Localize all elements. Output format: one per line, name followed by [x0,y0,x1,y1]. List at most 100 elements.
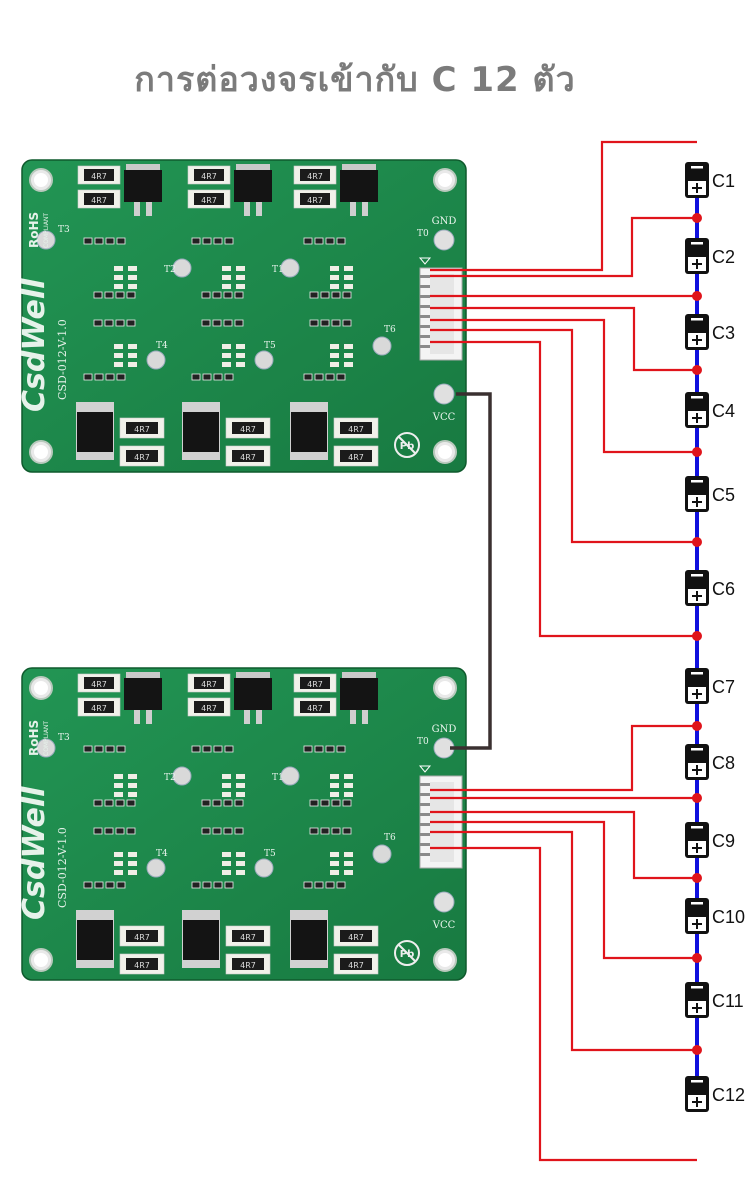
smd-part [191,881,201,889]
resistor [194,193,224,205]
smd-part [116,373,126,381]
cell-c10: C10 [685,898,745,934]
balance-wire [430,820,697,960]
smd-part [114,266,123,271]
smd-part [224,373,234,381]
balance-wire [430,328,697,544]
cell-label: C7 [712,677,735,697]
smd-part [344,792,353,797]
cell-plus-v [696,919,698,929]
resistor [232,422,264,434]
smd-part [330,861,339,866]
smd-part [336,881,346,889]
cell-minus [691,480,703,483]
smd-part [320,319,330,327]
test-point-label: T0 [417,737,429,747]
junction-dot [692,873,702,883]
smd-part [114,362,123,367]
cell-c8: C8 [685,744,735,780]
smd-part [128,774,137,779]
smd-part [201,291,211,299]
test-point-label: T3 [58,225,70,235]
test-point-label: T0 [417,229,429,239]
smd-part [224,881,234,889]
resistor [340,422,372,434]
cell-minus [691,396,703,399]
smd-part [234,799,244,807]
balance-wire [430,340,697,638]
smd-part [342,827,352,835]
smd-part [222,344,231,349]
smd-part [236,353,245,358]
connector-pin [420,823,430,826]
connector-pin [420,843,430,846]
smd-part [128,284,137,289]
resistor [84,701,114,713]
smd-part [236,852,245,857]
smd-part [202,237,212,245]
smd-part [212,291,222,299]
smd-part [114,870,123,875]
mosfet-leg [146,202,152,216]
mosfet [124,170,162,202]
balance-board: 4R74R74R74R74R74R74R74R74R74R74R74R7T0T1… [17,667,467,981]
resistor-code: 4R7 [307,172,323,181]
smd-part [202,745,212,753]
smd-part [236,275,245,280]
resistor-code: 4R7 [240,961,256,970]
smd-part [126,827,136,835]
gnd-label: GND [432,724,457,735]
resistor [84,193,114,205]
smd-part [314,745,324,753]
balance-connector [418,257,463,361]
smd-part [331,291,341,299]
cell-plus-v [696,843,698,853]
test-point-t2: T2 [164,258,192,278]
pin1-marker [418,765,432,773]
resistor [300,169,330,181]
smd-part [344,284,353,289]
mosfet [340,170,378,202]
smd-part [104,827,114,835]
connector-pin [420,783,430,786]
smd-part [344,353,353,358]
smd-part [105,881,115,889]
smd-part [236,870,245,875]
mosfet-leg [350,710,356,724]
mosfet [340,678,378,710]
smd-part [191,237,201,245]
cell-plus-v [696,259,698,269]
smd-part [212,827,222,835]
resistor [232,930,264,942]
cell-plus-v [696,413,698,423]
smd-components [83,745,353,889]
smd-part [104,319,114,327]
cell-c6: C6 [685,570,735,606]
resistor-code: 4R7 [307,680,323,689]
gnd-label: GND [432,216,457,227]
rohs-compliant: COMPLIANT [43,213,50,248]
test-point-label: T4 [156,849,168,859]
smd-part [83,881,93,889]
smd-part [94,373,104,381]
cell-minus [691,574,703,577]
smd-components [83,237,353,381]
smd-part [93,291,103,299]
mosfet [291,412,327,452]
smd-part [222,861,231,866]
smd-part [213,237,223,245]
smd-part [222,852,231,857]
smd-part [331,799,341,807]
cell-label: C4 [712,401,735,421]
smd-part [234,319,244,327]
smd-part [191,373,201,381]
smd-part [331,827,341,835]
mosfet [124,678,162,710]
smd-part [303,237,313,245]
smd-part [344,852,353,857]
mounting-hole [433,168,457,192]
smd-part [201,319,211,327]
smd-part [126,291,136,299]
